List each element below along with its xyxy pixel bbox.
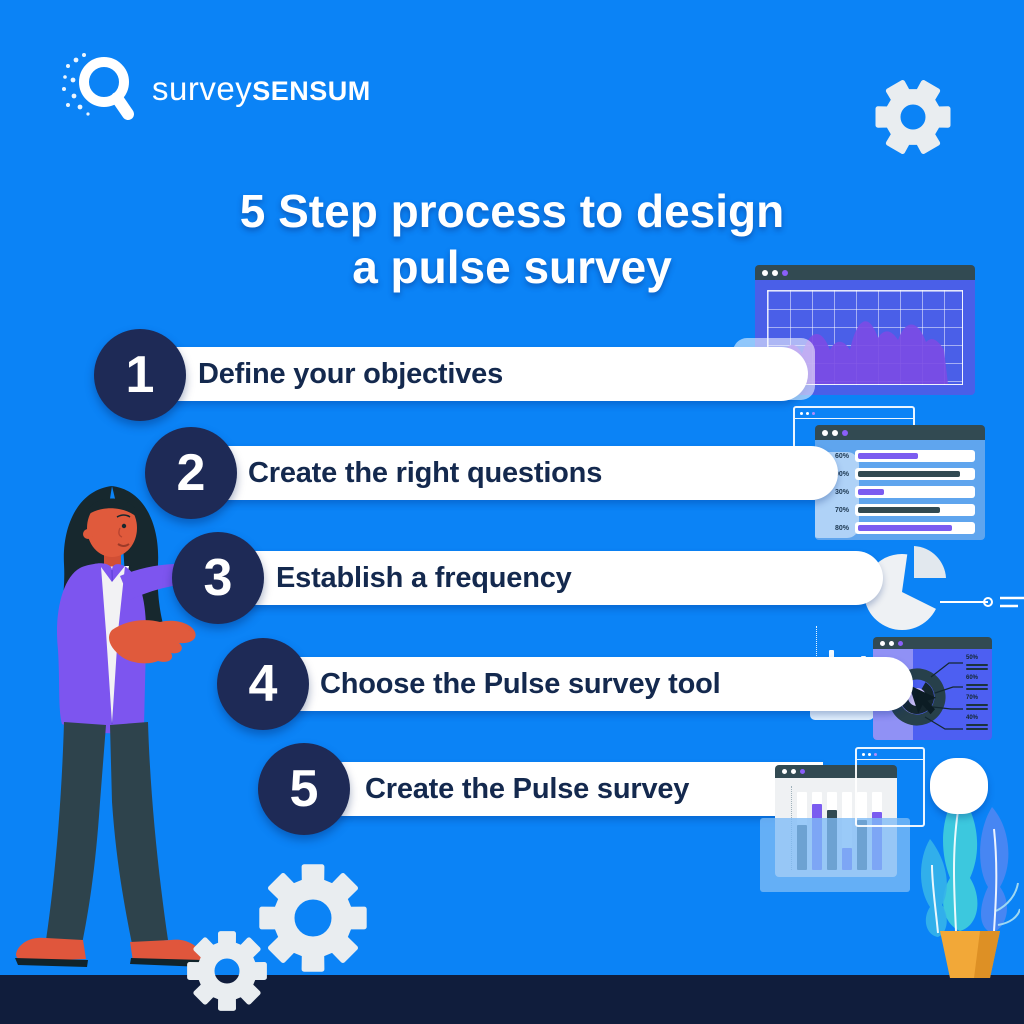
window-dot-icon: [800, 411, 803, 415]
callout-line: [966, 683, 988, 686]
progress-track: [855, 450, 975, 462]
callout-line: [966, 703, 988, 706]
step-number-1: 1: [94, 329, 186, 421]
progress-chart-window: 60% 90% 30% 70% 80%: [815, 425, 985, 540]
progress-fill: [858, 507, 940, 513]
step-bar-5: Create the Pulse survey: [317, 762, 823, 816]
translucent-card: [733, 338, 815, 400]
window-dot-icon: [800, 769, 805, 774]
progress-row: 30%: [825, 486, 975, 498]
donut-callout-label: 40%: [966, 715, 979, 721]
donut-callout: 40%: [966, 715, 988, 730]
progress-track: [855, 504, 975, 516]
step-label: Create the Pulse survey: [365, 772, 690, 805]
window-titlebar: [755, 265, 975, 280]
donut-callout-label: 70%: [966, 695, 979, 701]
step-bar-2: Create the right questions: [200, 446, 838, 500]
window-titlebar: [873, 637, 992, 649]
callout-line: [966, 727, 988, 730]
progress-fill: [858, 471, 960, 477]
step-number-2: 2: [145, 427, 237, 519]
window-dot-icon: [806, 411, 809, 415]
window-dot-icon: [874, 752, 877, 756]
callout-line: [966, 723, 988, 726]
progress-row: 60%: [825, 450, 975, 462]
donut-callout-label: 50%: [966, 655, 979, 661]
step-number-5: 5: [258, 743, 350, 835]
progress-fill: [858, 489, 885, 495]
gear-icon: [259, 864, 367, 972]
step-bar-1: Define your objectives: [150, 347, 808, 401]
progress-label: 70%: [834, 506, 849, 514]
progress-track: [855, 522, 975, 534]
donut-callout: 60%: [966, 675, 988, 690]
callout-line: [966, 687, 988, 690]
magnifier-q-icon: [62, 53, 134, 120]
window-dot-icon: [842, 429, 848, 436]
window-outline-frame: [855, 747, 925, 827]
donut-callout: 50%: [966, 655, 988, 670]
gear-icon: [875, 80, 951, 154]
callout-line: [966, 707, 988, 710]
window-dot-icon: [762, 269, 768, 276]
step-label: Define your objectives: [198, 357, 504, 390]
progress-fill: [858, 453, 918, 459]
step-label: Choose the Pulse survey tool: [320, 667, 721, 700]
step-bar-5-end: [930, 758, 988, 814]
woman-illustration: [15, 486, 218, 967]
window-dot-icon: [880, 640, 885, 646]
window-titlebar: [775, 765, 897, 778]
progress-label: 30%: [834, 488, 849, 496]
window-dot-icon: [889, 640, 894, 646]
window-dot-icon: [862, 752, 865, 756]
donut-callout-label: 60%: [966, 675, 979, 681]
translucent-card: [760, 818, 910, 892]
progress-row: 80%: [825, 522, 975, 534]
window-dot-icon: [898, 640, 903, 646]
window-dot-icon: [772, 269, 778, 276]
donut-callout: 70%: [966, 695, 988, 710]
window-titlebar: [795, 408, 913, 419]
footer-strip: [0, 975, 1024, 1024]
progress-label: 80%: [834, 524, 849, 532]
progress-track: [855, 468, 975, 480]
gear-icon: [187, 931, 267, 1011]
step-label: Establish a frequency: [276, 561, 572, 594]
donut-callouts: 50% 60% 70% 40%: [966, 655, 988, 730]
title-line-1: 5 Step process to design: [239, 185, 785, 237]
window-dot-icon: [822, 429, 828, 436]
step-bar-4: Choose the Pulse survey tool: [272, 657, 913, 711]
window-titlebar: [857, 749, 923, 760]
progress-row: 70%: [825, 504, 975, 516]
page-title: 5 Step process to design a pulse survey: [162, 183, 862, 295]
step-bar-3: Establish a frequency: [228, 551, 883, 605]
brand-name-light: survey: [152, 70, 253, 107]
step-number-3: 3: [172, 532, 264, 624]
step-number-4: 4: [217, 638, 309, 730]
progress-label: 90%: [834, 470, 849, 478]
step-label: Create the right questions: [248, 456, 603, 489]
window-dot-icon: [812, 411, 815, 415]
window-titlebar: [815, 425, 985, 440]
progress-rows: 60% 90% 30% 70% 80%: [815, 450, 985, 534]
callout-line: [966, 667, 988, 670]
window-dot-icon: [791, 769, 796, 774]
window-dot-icon: [868, 752, 871, 756]
progress-fill: [858, 525, 952, 531]
cursor-icon: [909, 685, 937, 715]
window-dot-icon: [832, 429, 838, 436]
progress-track: [855, 486, 975, 498]
window-dot-icon: [782, 769, 787, 774]
progress-label: 60%: [834, 452, 849, 460]
title-line-2: a pulse survey: [352, 241, 672, 293]
plant-illustration: [921, 791, 1020, 978]
progress-row: 90%: [825, 468, 975, 480]
brand-name-bold: SENSUM: [252, 76, 371, 106]
callout-line: [966, 663, 988, 666]
progress-chart-body: 60% 90% 30% 70% 80%: [815, 440, 985, 540]
window-dot-icon: [782, 269, 788, 276]
